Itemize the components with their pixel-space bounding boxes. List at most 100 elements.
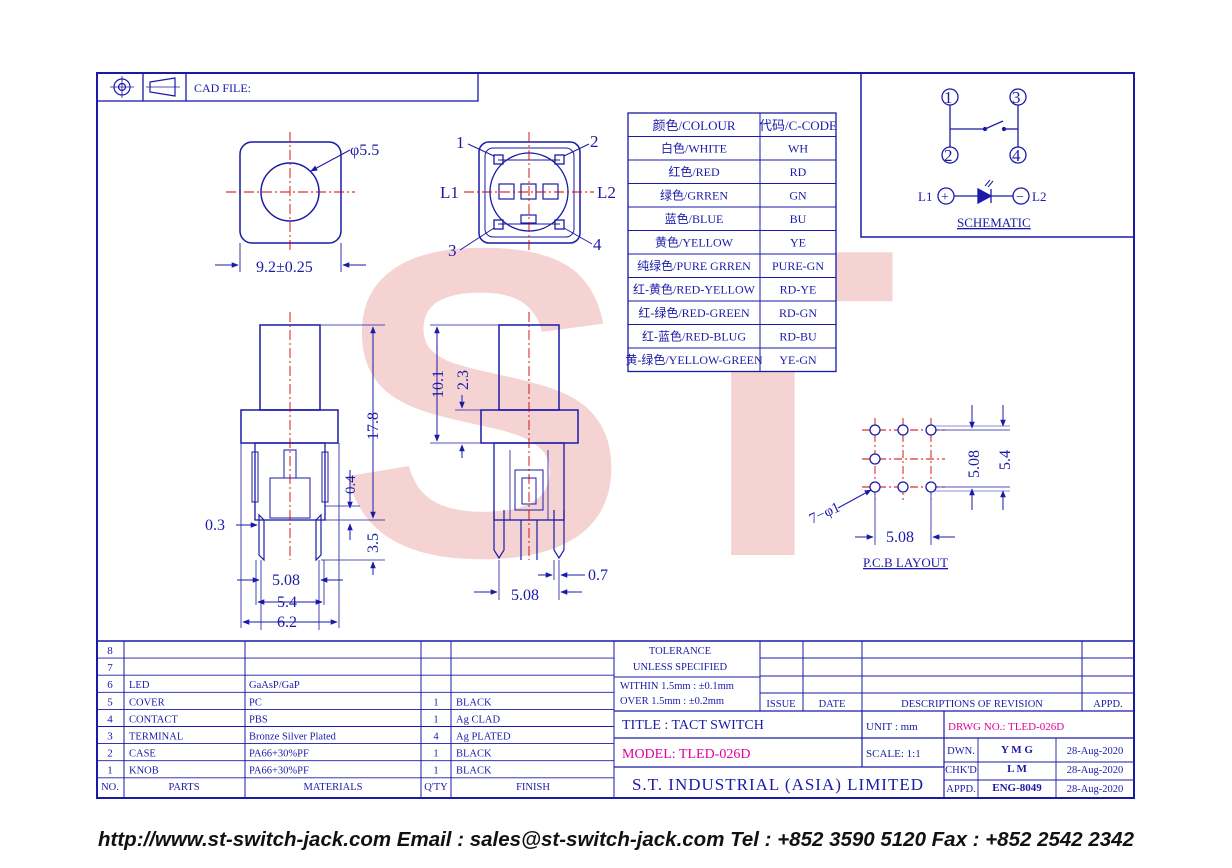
side-left-w1: 5.08 — [272, 572, 300, 589]
top-view: φ5.5 9.2±0.25 — [215, 132, 379, 276]
side-view-left: 17.8 0.4 3.5 0.3 5.08 5.4 6.2 — [205, 312, 385, 631]
part-material: PA66+30%PF — [249, 749, 309, 760]
side-left-height: 17.8 — [365, 412, 382, 440]
sign-label: APPD. — [946, 784, 975, 795]
schematic-label: SCHEMATIC — [957, 215, 1031, 230]
part-material: PBS — [249, 714, 268, 725]
part-name: CONTACT — [129, 714, 178, 725]
schematic-minus: − — [1016, 190, 1024, 205]
top-view-width: 9.2±0.25 — [256, 259, 313, 276]
drawing-frame — [96, 72, 1135, 799]
part-number: 3 — [107, 731, 113, 743]
pin-view: 1 2 3 4 L1 L2 — [440, 132, 616, 260]
side-left-w3: 6.2 — [277, 614, 297, 631]
colour-name: 黄色/YELLOW — [655, 236, 734, 250]
sign-name: Y M G — [1001, 744, 1033, 756]
part-material: Bronze Silver Plated — [249, 732, 337, 743]
pcb-height-1: 5.08 — [966, 450, 983, 478]
schematic-l1: L1 — [918, 189, 932, 204]
part-qty: 1 — [433, 749, 438, 760]
part-number: 8 — [107, 645, 113, 657]
colour-code: YE-GN — [779, 353, 817, 367]
revision-date: DATE — [819, 699, 846, 710]
colour-name: 红-绿色/RED-GREEN — [638, 305, 750, 320]
parts-header-finish: FINISH — [516, 782, 550, 793]
projection-symbol-icon — [110, 76, 180, 98]
side-left-d2: 3.5 — [365, 533, 382, 553]
part-qty: 1 — [433, 714, 438, 725]
side-right-d2: 2.3 — [455, 370, 472, 390]
colour-code: PURE-GN — [772, 259, 824, 273]
part-finish: BLACK — [456, 697, 492, 708]
colour-code: RD-GN — [779, 306, 817, 320]
schematic-pin-1: 1 — [944, 88, 953, 107]
revision-issue: ISSUE — [766, 699, 795, 710]
drawing-title: TITLE : TACT SWITCH — [622, 718, 764, 733]
schematic-pin-3: 3 — [1012, 88, 1021, 107]
colour-code: RD-BU — [779, 330, 817, 344]
part-qty: 4 — [433, 732, 439, 743]
part-number: 2 — [107, 748, 113, 760]
colour-code: YE — [790, 236, 806, 250]
part-finish: BLACK — [456, 766, 492, 777]
drawing-number: DRWG NO.: TLED-026D — [948, 721, 1064, 733]
schematic-pin-4: 4 — [1012, 146, 1021, 165]
parts-header-qty: Q'TY — [424, 782, 448, 793]
side-view-right: 10.1 2.3 5.08 0.7 — [430, 312, 608, 604]
part-name: CASE — [129, 749, 156, 760]
colour-name: 白色/WHITE — [661, 141, 727, 156]
sign-label: CHK'D — [945, 765, 977, 776]
parts-header-materials: MATERIALS — [304, 782, 363, 793]
part-name: TERMINAL — [129, 732, 183, 743]
pin-view-pin-3: 3 — [448, 241, 457, 260]
part-qty: 1 — [433, 766, 438, 777]
colour-header: 颜色/COLOUR — [652, 118, 735, 133]
part-material: PC — [249, 697, 262, 708]
part-name: KNOB — [129, 766, 159, 777]
schematic-l2: L2 — [1032, 189, 1046, 204]
parts-header-parts: PARTS — [168, 782, 199, 793]
side-right-w2: 0.7 — [588, 567, 608, 584]
pin-view-l2: L2 — [597, 183, 616, 202]
revision-appd: APPD. — [1093, 699, 1122, 710]
drawing-unit: UNIT : mm — [866, 721, 918, 733]
part-finish: Ag PLATED — [456, 732, 511, 743]
contact-footer: http://www.st-switch-jack.com Email : sa… — [98, 828, 1134, 851]
part-number: 5 — [107, 696, 113, 708]
part-number: 1 — [107, 765, 113, 777]
drawing-scale: SCALE: 1:1 — [866, 748, 921, 760]
parts-header-no: NO. — [101, 782, 119, 793]
schematic-plus: + — [941, 190, 949, 205]
part-name: COVER — [129, 697, 165, 708]
tolerance-within: WITHIN 1.5mm : ±0.1mm — [620, 681, 734, 692]
colour-code: WH — [788, 142, 808, 156]
part-name: LED — [129, 680, 150, 691]
colour-name: 黄-绿色/YELLOW-GREEN — [625, 352, 763, 367]
side-left-d1: 0.4 — [343, 475, 359, 494]
cad-file-label: CAD FILE: — [194, 81, 251, 95]
sign-label: DWN. — [947, 746, 975, 757]
side-left-d3: 0.3 — [205, 517, 225, 534]
colour-name: 红色/RED — [668, 164, 720, 179]
pin-view-l1: L1 — [440, 183, 459, 202]
pin-view-pin-1: 1 — [456, 133, 465, 152]
colour-name: 绿色/GRREN — [660, 188, 728, 203]
sign-date: 28-Aug-2020 — [1067, 746, 1124, 757]
part-number: 7 — [107, 662, 113, 674]
company-name: S.T. INDUSTRIAL (ASIA) LIMITED — [632, 775, 924, 794]
pin-view-pin-2: 2 — [590, 132, 599, 151]
drawing-model: MODEL: TLED-026D — [622, 747, 750, 762]
colour-name: 红-黄色/RED-YELLOW — [633, 282, 756, 297]
colour-code: GN — [789, 189, 807, 203]
pin-view-pin-4: 4 — [593, 235, 602, 254]
schematic-pin-2: 2 — [944, 146, 953, 165]
side-right-d1: 10.1 — [430, 370, 447, 398]
pcb-width: 5.08 — [886, 529, 914, 546]
pcb-layout-label: P.C.B LAYOUT — [863, 555, 948, 570]
side-left-w2: 5.4 — [277, 594, 297, 611]
code-header: 代码/C-CODE — [759, 118, 837, 133]
tolerance-title: TOLERANCE — [649, 646, 711, 657]
